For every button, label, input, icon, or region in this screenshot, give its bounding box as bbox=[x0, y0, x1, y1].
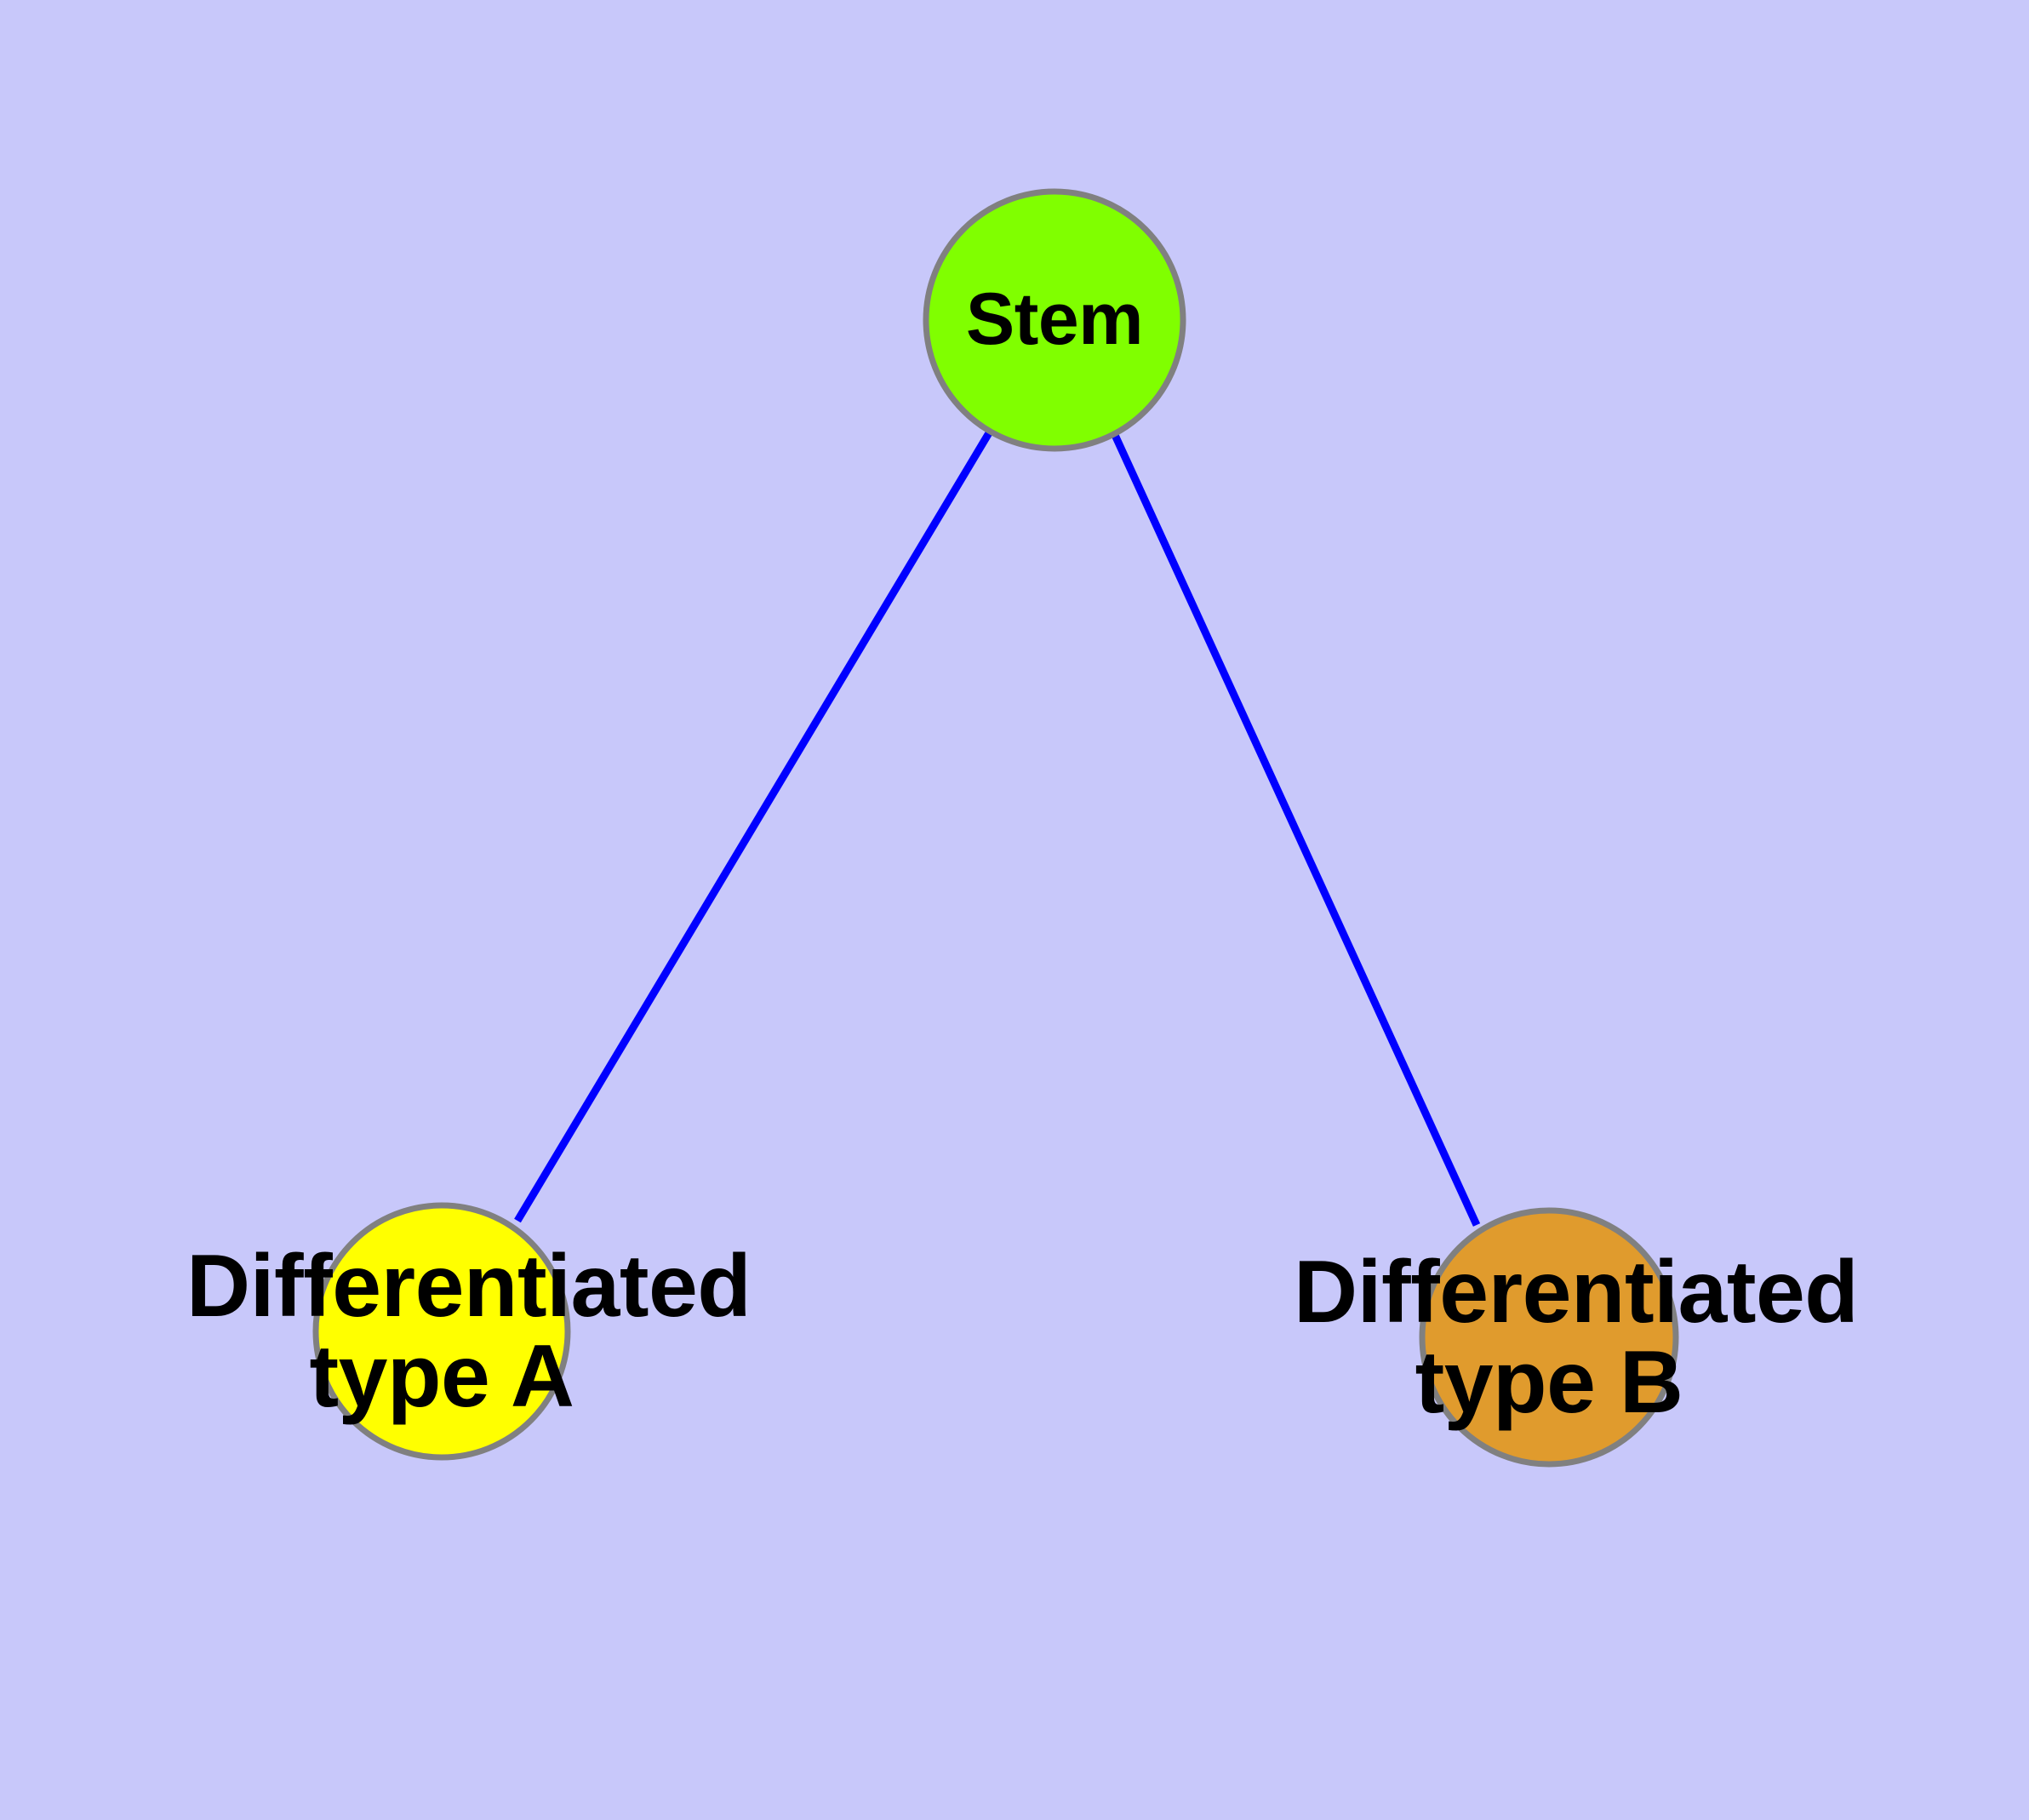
node-differentiated-type-a[interactable] bbox=[312, 1202, 571, 1461]
edge-stem-to-type-b[interactable] bbox=[1111, 433, 1481, 1227]
node-stem[interactable] bbox=[923, 188, 1186, 452]
edge-stem-to-type-a[interactable] bbox=[514, 429, 993, 1223]
node-differentiated-type-b[interactable] bbox=[1419, 1207, 1679, 1468]
